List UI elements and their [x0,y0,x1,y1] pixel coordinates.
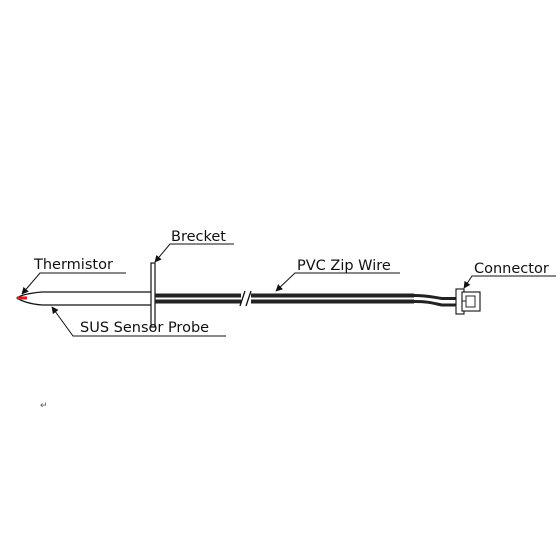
bracket [150,262,156,328]
connector-housing [455,288,481,315]
wire-leader [275,272,400,292]
pvc-wire-segment-left [155,293,241,304]
probe-label: SUS Sensor Probe [80,320,209,336]
pvc-wire-segment-right [251,293,414,304]
bracket-leader [154,243,234,263]
thermistor-label: Thermistor [33,257,113,273]
connector-label: Connector [474,261,549,277]
sensor-probe-tube [15,291,152,306]
leader-lines [21,243,556,337]
return-mark: ↵ [40,401,48,411]
probe-leader [51,306,226,337]
wire-label: PVC Zip Wire [297,258,391,274]
bracket-label: Brecket [171,229,226,245]
wire-leads [412,294,459,307]
thermistor-element [17,296,27,300]
wire-break-marks [239,290,252,307]
thermistor-leader [21,272,126,295]
connector-leader [463,275,556,289]
